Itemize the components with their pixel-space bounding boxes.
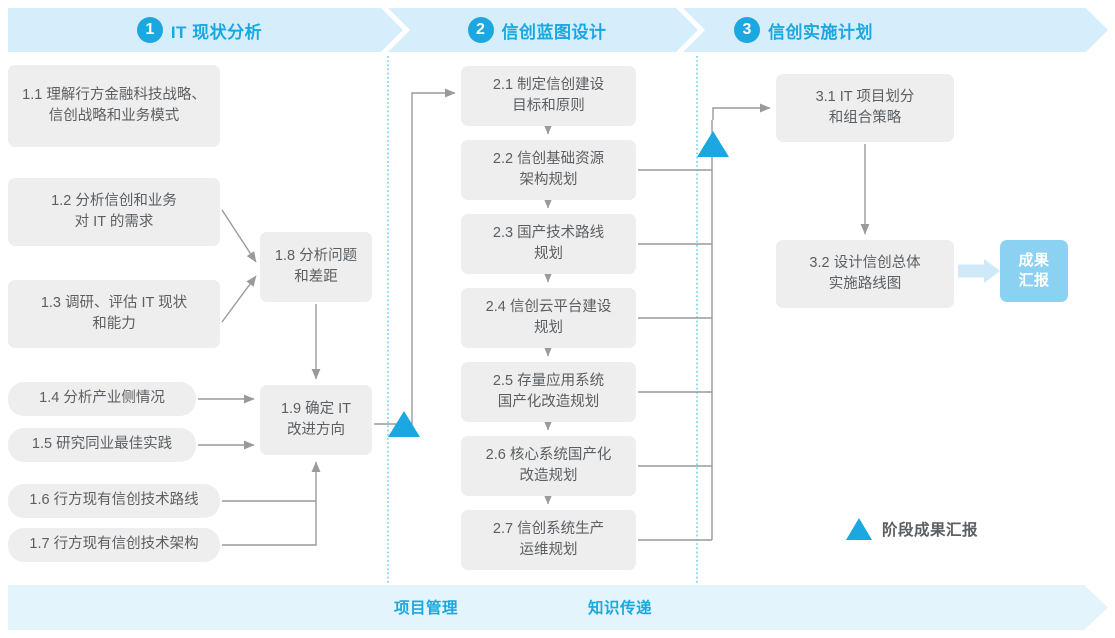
node-2-4[interactable]: 2.4 信创云平台建设 规划 bbox=[461, 288, 636, 348]
wire-19-21 bbox=[374, 88, 456, 425]
node-1-1[interactable]: 1.1 理解行方金融科技战略、 信创战略和业务模式 bbox=[8, 65, 220, 147]
node-1-8[interactable]: 1.8 分析问题 和差距 bbox=[260, 232, 372, 302]
milestone-triangle-icon bbox=[846, 518, 872, 540]
node-1-6[interactable]: 1.6 行方现有信创技术路线 bbox=[8, 484, 220, 518]
legend: 阶段成果汇报 bbox=[846, 518, 978, 540]
bottom-label-project-management: 项目管理 bbox=[394, 600, 459, 617]
phase-title-2: 信创蓝图设计 bbox=[501, 22, 607, 42]
node-2-6[interactable]: 2.6 核心系统国产化 改造规划 bbox=[461, 436, 636, 496]
node-1-2[interactable]: 1.2 分析信创和业务 对 IT 的需求 bbox=[8, 178, 220, 246]
wire-17-19 bbox=[222, 501, 317, 546]
node-1-7[interactable]: 1.7 行方现有信创技术架构 bbox=[8, 528, 220, 562]
milestone-triangle-1 bbox=[388, 411, 420, 437]
phase-title-1: IT 现状分析 bbox=[170, 22, 263, 42]
node-1-4[interactable]: 1.4 分析产业侧情况 bbox=[8, 382, 196, 416]
node-2-3[interactable]: 2.3 国产技术路线 规划 bbox=[461, 214, 636, 274]
node-1-5[interactable]: 1.5 研究同业最佳实践 bbox=[8, 428, 196, 462]
milestone-triangle-2 bbox=[697, 131, 729, 157]
wire-bus-31 bbox=[712, 103, 771, 120]
phase-badge-3: 3 bbox=[734, 17, 760, 43]
wire-13-18 bbox=[221, 275, 257, 323]
result-badge[interactable]: 成果 汇报 bbox=[1000, 240, 1068, 302]
node-3-1[interactable]: 3.1 IT 项目划分 和组合策略 bbox=[776, 74, 954, 142]
phase-band-2: 2 信创蓝图设计 bbox=[388, 8, 698, 52]
wire-32-result bbox=[958, 259, 1000, 283]
phase-title-3: 信创实施计划 bbox=[768, 22, 873, 42]
legend-label: 阶段成果汇报 bbox=[882, 522, 979, 539]
bottom-label-knowledge-transfer: 知识传递 bbox=[588, 600, 653, 617]
node-2-2[interactable]: 2.2 信创基础资源 架构规划 bbox=[461, 140, 636, 200]
node-1-9[interactable]: 1.9 确定 IT 改进方向 bbox=[260, 385, 372, 455]
node-2-5[interactable]: 2.5 存量应用系统 国产化改造规划 bbox=[461, 362, 636, 422]
node-3-2[interactable]: 3.2 设计信创总体 实施路线图 bbox=[776, 240, 954, 308]
node-1-3[interactable]: 1.3 调研、评估 IT 现状 和能力 bbox=[8, 280, 220, 348]
node-2-1[interactable]: 2.1 制定信创建设 目标和原则 bbox=[461, 66, 636, 126]
phase-band-1: 1 IT 现状分析 bbox=[8, 8, 403, 52]
bottom-band bbox=[8, 585, 1108, 630]
wire-12-18 bbox=[221, 209, 257, 263]
phase-band-3: 3 信创实施计划 bbox=[683, 8, 1108, 52]
phase-badge-2: 2 bbox=[468, 17, 494, 43]
phase-badge-1: 1 bbox=[137, 17, 163, 43]
wire-16-19 bbox=[222, 461, 321, 502]
node-2-7[interactable]: 2.7 信创系统生产 运维规划 bbox=[461, 510, 636, 570]
